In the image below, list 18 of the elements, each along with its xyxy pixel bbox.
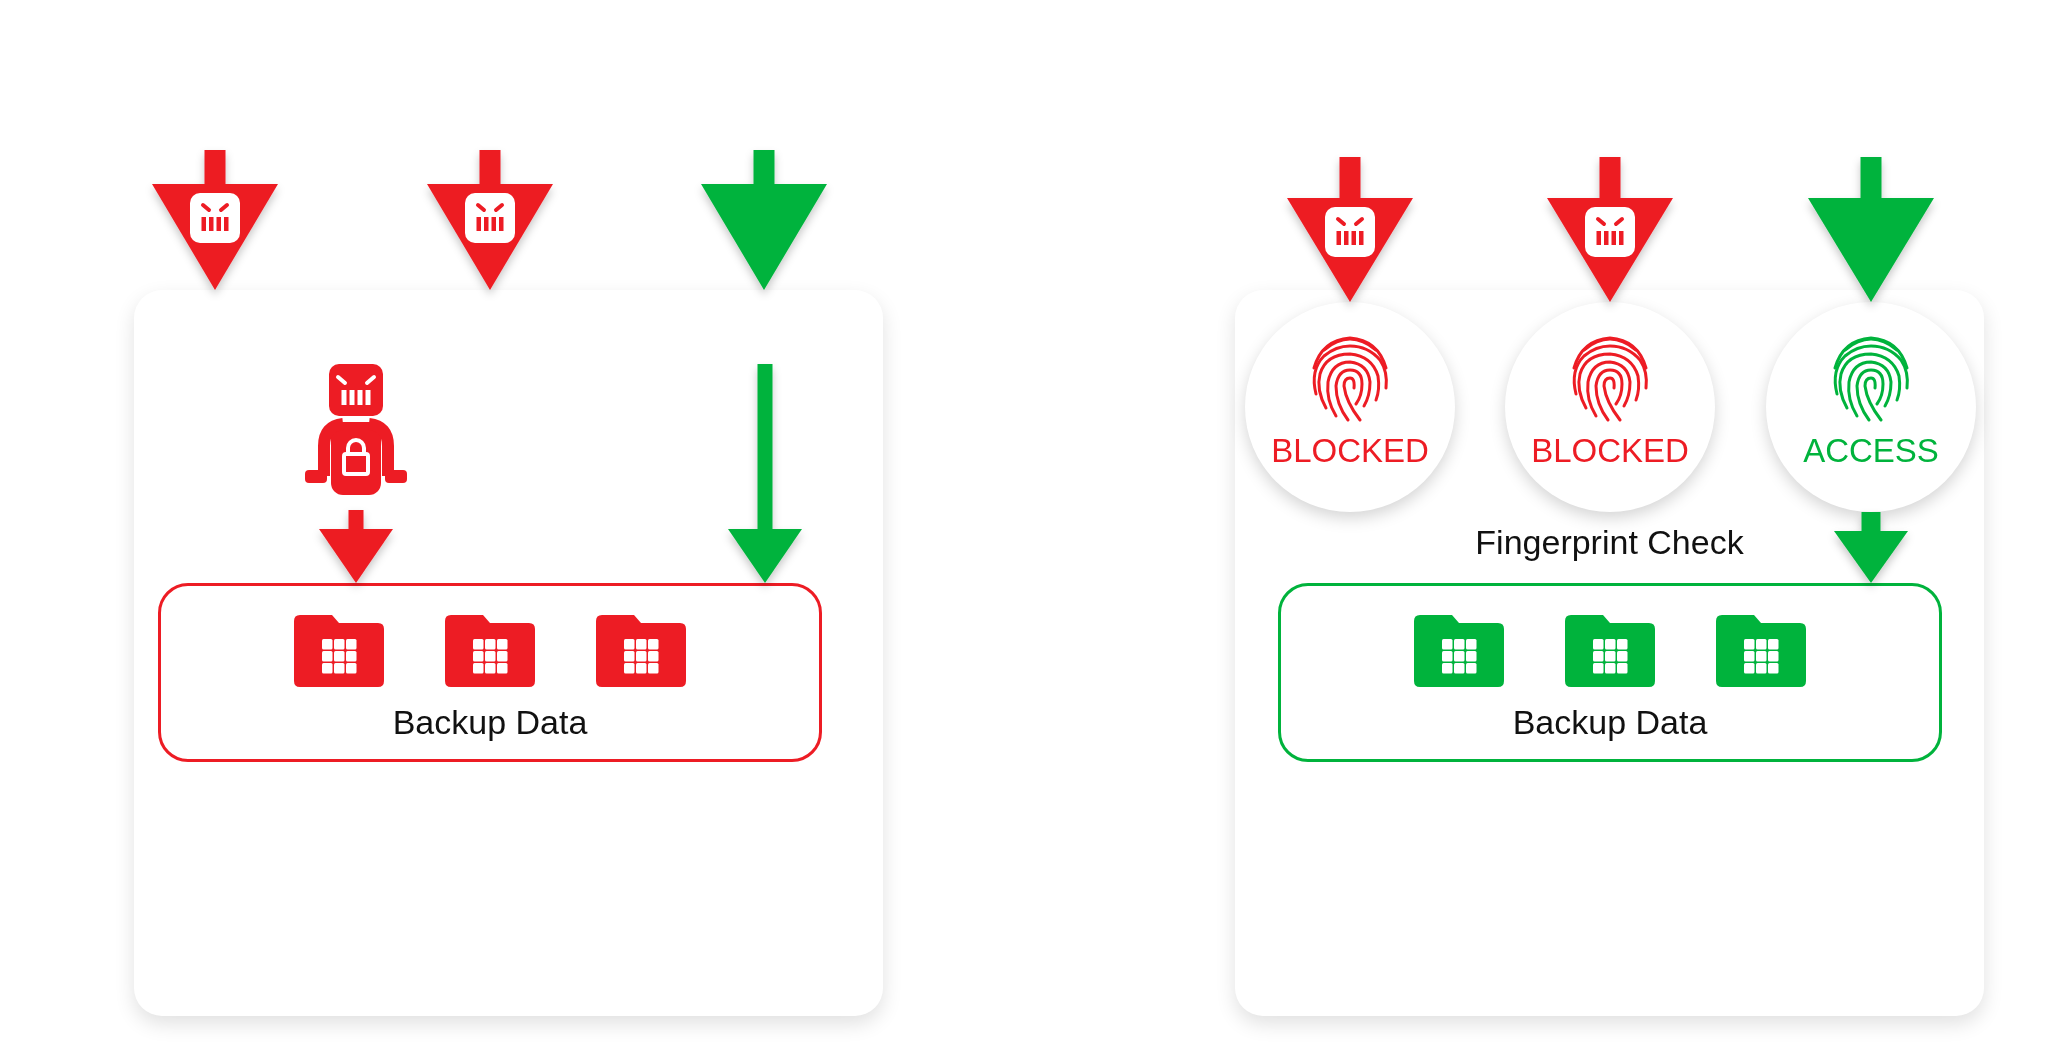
- arrow: [152, 150, 278, 290]
- panel-card: [134, 290, 883, 1016]
- panel-card: [1235, 290, 1984, 1016]
- arrow: [1834, 512, 1908, 583]
- arrow: [1547, 157, 1673, 302]
- arrow: [1287, 157, 1413, 302]
- arrow: [427, 150, 553, 290]
- status-label: BLOCKED: [1271, 432, 1429, 470]
- status-label: ACCESS: [1803, 432, 1939, 470]
- storage-frame: [158, 583, 822, 762]
- arrow: [728, 364, 802, 583]
- frame-label: Backup Data: [392, 703, 588, 743]
- frame-label: Backup Data: [1512, 703, 1708, 743]
- storage-frame: [1278, 583, 1942, 762]
- arrow: [1808, 157, 1934, 302]
- status-label: BLOCKED: [1531, 432, 1689, 470]
- panel-heading: Fingerprint Check: [1475, 523, 1744, 563]
- arrow: [701, 150, 827, 290]
